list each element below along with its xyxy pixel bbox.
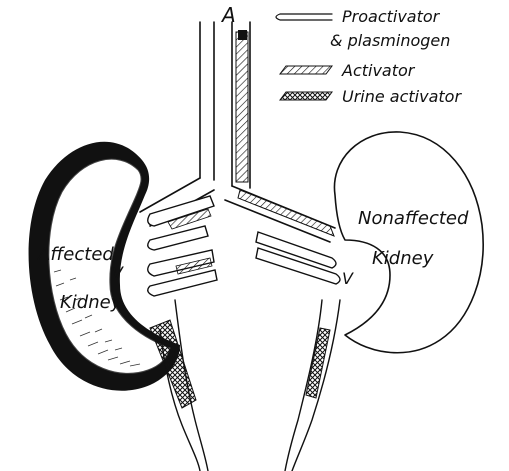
legend-item-proactivator: Proactivator & plasminogen [276,7,450,50]
right-ureter-urine-activator [306,328,330,398]
vein-label-left: V [112,263,124,282]
artery-top-marker [238,30,247,40]
legend-label-activator: Activator [341,61,416,80]
artery-label: A [220,3,236,27]
legend-label-proactivator-2: & plasminogen [330,31,450,50]
legend-item-activator: Activator [280,61,416,80]
affected-kidney-label-1: Affected [37,244,114,265]
legend-item-urine-activator: Urine activator [280,87,462,106]
legend-swatch-hatch [280,66,332,74]
legend-label-proactivator-1: Proactivator [342,7,441,26]
artery-activator-segment [236,32,248,182]
nonaffected-kidney [285,132,483,471]
legend-label-urine-activator: Urine activator [342,87,462,106]
legend: Proactivator & plasminogen Activator Uri… [276,7,462,106]
right-artery-activator [238,190,334,236]
vein-label-right: V [342,269,354,288]
nonaffected-kidney-label-2: Kidney [372,248,434,269]
nonaffected-kidney-label-1: Nonaffected [358,208,469,229]
nonaffected-kidney-outline [334,132,483,353]
legend-swatch-crosshatch [280,92,332,100]
left-vein-tube-1 [148,226,208,250]
legend-swatch-blank [276,14,332,20]
affected-kidney-label-2: Kidney [60,292,122,313]
renal-vessel [140,22,340,296]
